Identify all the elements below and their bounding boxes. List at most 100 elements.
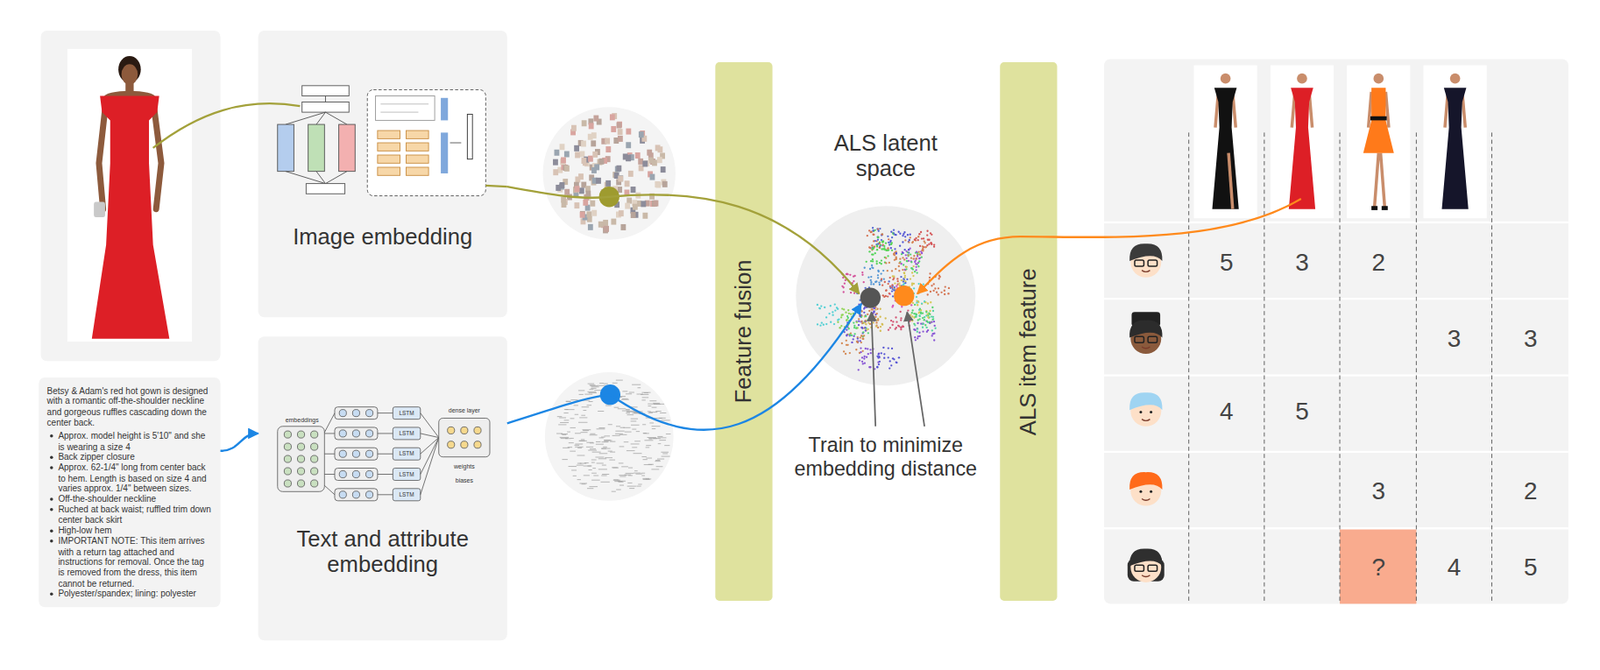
scatter-point <box>882 247 885 250</box>
embedding-panel: Image embedding <box>258 30 508 318</box>
scatter-point <box>880 352 883 354</box>
scatter-point <box>857 368 860 371</box>
word-mark <box>622 398 629 400</box>
scatter-point <box>909 236 912 239</box>
scatter-point <box>887 356 890 359</box>
word-mark <box>604 439 613 441</box>
scatter-point <box>876 262 878 265</box>
scatter-point <box>895 257 898 260</box>
word-mark <box>627 414 635 416</box>
rating-cell: 3 <box>1447 325 1462 354</box>
scatter-point <box>856 341 859 344</box>
word-mark <box>596 428 606 430</box>
word-mark <box>628 467 633 469</box>
drawing-part <box>377 142 401 151</box>
word-mark <box>629 392 635 394</box>
scatter-point <box>921 323 924 326</box>
scatter-point <box>888 261 891 264</box>
rating-cell: 5 <box>1295 396 1310 425</box>
word-mark <box>608 460 616 461</box>
word-mark <box>580 431 588 433</box>
scatter-point <box>913 324 916 326</box>
scatter-point <box>909 253 912 255</box>
scatter-point <box>878 361 881 363</box>
scatter-point <box>849 274 851 277</box>
scatter-point <box>880 239 883 241</box>
panel-title: Text and attribute embedding <box>273 526 493 579</box>
scatter-point <box>930 321 933 324</box>
scatter-point <box>879 308 882 311</box>
scatter-point <box>833 323 836 326</box>
scatter-point <box>915 313 918 316</box>
word-mark <box>648 464 654 466</box>
scatter-point <box>926 244 928 247</box>
scatter-point <box>889 360 892 362</box>
word-mark <box>568 442 574 444</box>
avatar-mouth <box>1141 346 1150 349</box>
word-mark <box>645 458 652 460</box>
word-mark <box>586 446 594 448</box>
word-mark <box>597 385 607 387</box>
word-mark <box>612 435 621 437</box>
drawing-part <box>377 130 401 139</box>
scatter-point <box>893 254 896 256</box>
scatter-point <box>916 322 919 325</box>
scatter-point <box>884 289 887 291</box>
scatter-point <box>914 339 917 341</box>
avatar-glasses <box>1134 260 1144 267</box>
word-mark <box>621 399 630 401</box>
word-mark <box>619 434 628 436</box>
scatter-point <box>889 285 892 288</box>
scatter-point <box>884 281 886 284</box>
drawing-part <box>1104 527 1569 530</box>
thumbnail <box>609 113 616 121</box>
drawing-part <box>440 132 448 174</box>
scatter-point <box>893 282 896 284</box>
scatter-point <box>906 266 908 269</box>
avatar-glasses <box>1147 336 1157 343</box>
word-mark <box>641 473 646 475</box>
model-head <box>1450 73 1461 85</box>
scatter-point <box>891 236 893 239</box>
word-mark <box>626 411 634 413</box>
scatter-point <box>927 302 929 305</box>
word-mark <box>655 460 660 461</box>
thumbnail <box>620 224 626 231</box>
neuron <box>283 467 291 475</box>
scatter-point <box>918 257 921 260</box>
word-mark <box>579 440 588 442</box>
word-mark <box>601 448 610 450</box>
scatter-point <box>840 316 843 319</box>
thumbnail <box>571 125 577 132</box>
word-mark <box>584 394 593 396</box>
scatter-point <box>855 320 857 323</box>
scatter-point <box>820 304 822 307</box>
scatter-point <box>853 291 856 294</box>
thumbnail <box>587 224 594 231</box>
lstm-cell <box>392 488 420 502</box>
drawing-part <box>545 372 674 502</box>
scatter-point <box>915 250 918 253</box>
scatter-point <box>911 311 914 314</box>
drawing-part <box>447 441 455 449</box>
scatter-point <box>859 339 862 342</box>
scatter-point <box>873 319 876 322</box>
neuron <box>311 443 319 451</box>
net-wire <box>420 433 439 439</box>
scatter-point <box>909 277 912 280</box>
scatter-point <box>876 248 878 251</box>
drawing-part <box>893 285 914 306</box>
word-mark <box>642 478 650 480</box>
scatter-point <box>925 319 928 322</box>
scatter-point <box>917 239 920 241</box>
net-label: embeddings <box>285 417 319 425</box>
scatter-point <box>929 241 932 244</box>
scatter-point <box>869 268 871 270</box>
scatter-point <box>877 363 880 366</box>
scatter-point <box>920 249 923 252</box>
scatter-point <box>860 316 863 319</box>
scatter-point <box>850 341 853 344</box>
scatter-point <box>842 350 845 353</box>
thumbnail <box>559 182 566 189</box>
